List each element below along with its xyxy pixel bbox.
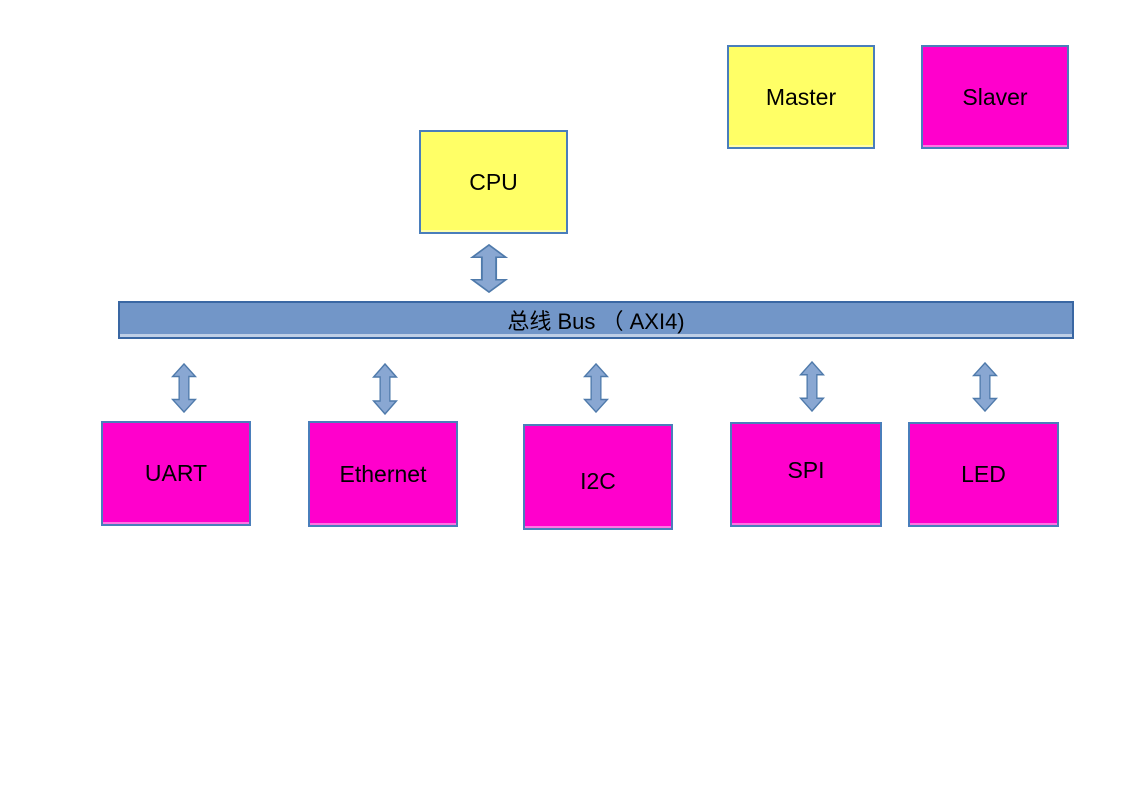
cpu-label: CPU — [469, 168, 518, 195]
spi-box: SPI — [730, 422, 882, 527]
cpu-box: CPU — [419, 130, 568, 234]
uart-box: UART — [101, 421, 251, 526]
i2c-bus-updown-arrow-icon — [583, 363, 609, 413]
legend-master-label: Master — [765, 83, 837, 110]
bus-label: 总线 Bus （ AXI4) — [507, 309, 685, 334]
cpu-bus-updown-arrow-icon — [470, 244, 508, 293]
i2c-box: I2C — [523, 424, 673, 530]
bus-bar: 总线 Bus （ AXI4) — [118, 301, 1074, 339]
led-box: LED — [908, 422, 1059, 527]
ethernet-box: Ethernet — [308, 421, 458, 527]
spi-label: SPI — [787, 457, 825, 483]
spi-bus-updown-arrow-icon — [799, 361, 825, 412]
legend-slaver-box: Slaver — [921, 45, 1069, 149]
uart-bus-updown-arrow-icon — [171, 363, 197, 413]
led-label: LED — [961, 461, 1006, 487]
ethernet-bus-updown-arrow-icon — [372, 363, 398, 415]
i2c-label: I2C — [580, 467, 616, 494]
legend-slaver-label: Slaver — [962, 83, 1028, 110]
led-bus-updown-arrow-icon — [972, 362, 998, 412]
ethernet-label: Ethernet — [339, 460, 427, 487]
legend-master-box: Master — [727, 45, 875, 149]
uart-label: UART — [144, 460, 208, 486]
